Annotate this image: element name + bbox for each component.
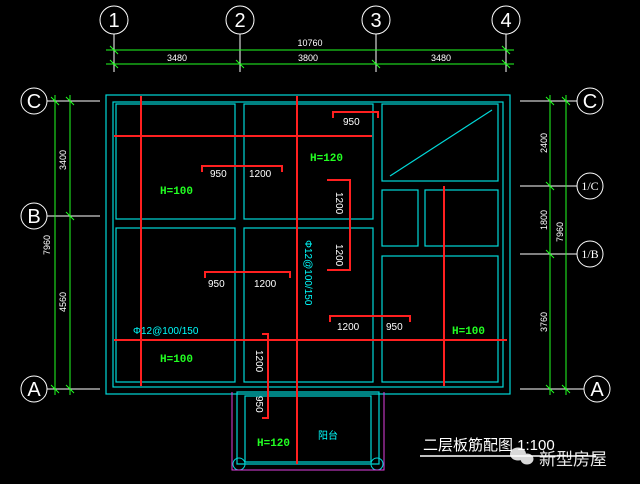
grid-label-4: 4 [500, 10, 511, 32]
walls [105, 94, 511, 465]
slab-thickness-2: H=120 [310, 153, 343, 165]
balcony-railing [231, 392, 385, 471]
grid-label-3: 3 [370, 10, 381, 32]
rebar-label-1200-v1: 1200 [333, 192, 344, 215]
rebar-label-950-v4: 950 [253, 396, 264, 413]
dimension-lines-left [50, 95, 75, 395]
bar-spec-horizontal: Φ12@100/150 [133, 326, 199, 337]
rebar-label-950-b: 950 [208, 279, 225, 290]
grid-bubbles-top [99, 5, 521, 35]
grid-label-2: 2 [234, 10, 245, 32]
grid-lines-side [47, 100, 584, 390]
grid-label-c-right: C [583, 91, 597, 113]
slab-thickness-4: H=100 [452, 326, 485, 338]
slab-thickness-5: H=120 [257, 438, 290, 450]
grid-label-a-right: A [590, 379, 604, 401]
rebar-label-1200-v2: 1200 [333, 244, 344, 267]
rebar-label-1200-a: 1200 [249, 169, 272, 180]
rebar-label-950-top: 950 [343, 117, 360, 128]
wechat-icon [510, 447, 534, 465]
bar-spec-vertical: Φ12@100/150 [302, 240, 313, 306]
rebar-lines [114, 96, 507, 464]
dim-right-3760: 3760 [539, 312, 549, 332]
dimension-lines-top [106, 45, 514, 69]
balcony-label: 阳台 [318, 429, 338, 442]
grid-label-1: 1 [108, 10, 119, 32]
drawing-title: 二层板筋配图 1:100 [423, 436, 555, 454]
dim-right-2400: 2400 [539, 133, 549, 153]
grid-label-a-left: A [27, 379, 41, 401]
grid-lines-top [113, 34, 507, 72]
slab-thickness-1: H=100 [160, 186, 193, 198]
grid-label-1b-right: 1/B [581, 247, 598, 261]
grid-label-1c-right: 1/C [581, 179, 598, 193]
dim-lower-left: 4560 [58, 292, 68, 312]
rebar-label-950-a: 950 [210, 169, 227, 180]
dim-seg-1: 3480 [167, 53, 187, 63]
rebar-label-1200-b: 1200 [254, 279, 277, 290]
dim-seg-2: 3800 [298, 53, 318, 63]
rebar-label-1200-c: 1200 [337, 322, 360, 333]
dim-upper-left: 3400 [58, 150, 68, 170]
grid-label-b-left: B [27, 206, 40, 228]
dim-total-height-right: 7960 [555, 222, 565, 242]
dimension-lines-right [545, 95, 571, 395]
watermark-text: 新型房屋 [539, 450, 607, 469]
dim-seg-3: 3480 [431, 53, 451, 63]
dim-total-width: 10760 [297, 38, 322, 48]
rebar-label-950-c: 950 [386, 322, 403, 333]
slab-thickness-3: H=100 [160, 354, 193, 366]
grid-label-c-left: C [27, 91, 41, 113]
rebar-label-1200-v3: 1200 [253, 350, 264, 373]
dim-total-height-left: 7960 [42, 235, 52, 255]
dim-right-1800: 1800 [539, 210, 549, 230]
